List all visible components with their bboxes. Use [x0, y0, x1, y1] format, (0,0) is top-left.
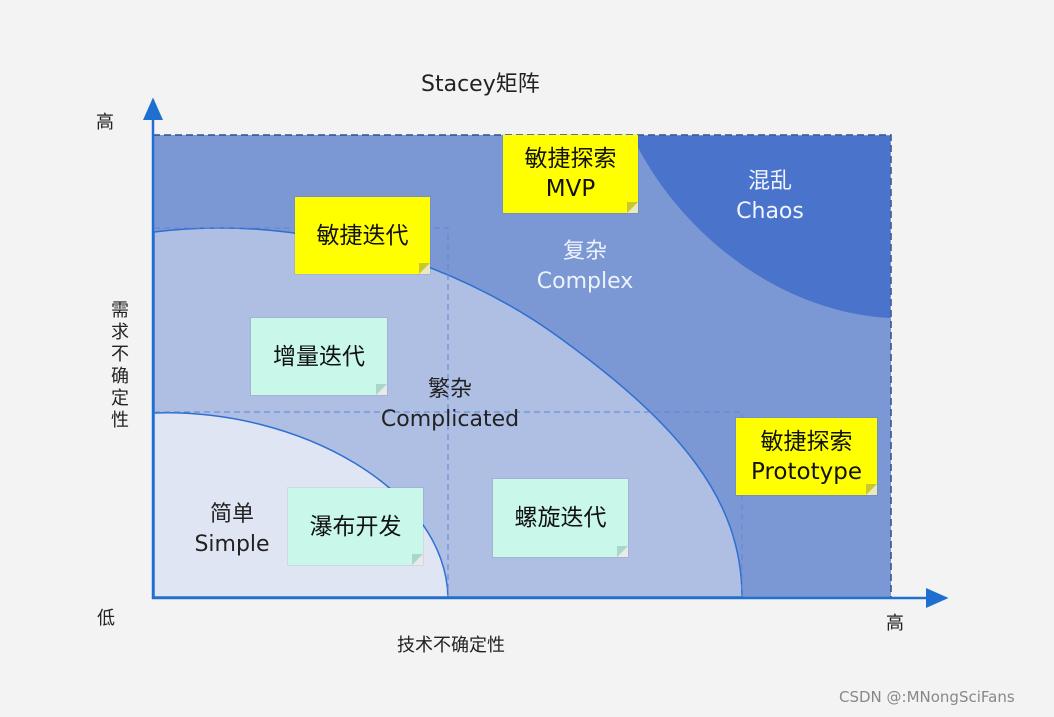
chaos-label-en: Chaos [736, 199, 804, 224]
sticky-note-incremental: 增量迭代 [251, 318, 387, 395]
sticky-note-agile-iteration: 敏捷迭代 [295, 197, 430, 274]
page-fold-icon [419, 263, 430, 274]
origin-low-label: 低 [97, 608, 115, 629]
note-text: MVP [545, 176, 596, 202]
sticky-note-spiral: 螺旋迭代 [493, 479, 628, 557]
simple-label-en: Simple [194, 532, 270, 557]
x-axis-label: 技术不确定性 [397, 635, 505, 656]
page-fold-icon [627, 202, 638, 213]
complex-label-cn: 复杂 [562, 239, 607, 264]
page-fold-icon [376, 384, 387, 395]
sticky-note-waterfall: 瀑布开发 [288, 488, 423, 565]
note-text: 敏捷探索 [524, 146, 617, 172]
diagram-title: Stacey矩阵 [421, 72, 540, 97]
sticky-note-mvp: 敏捷探索 MVP [503, 135, 638, 213]
complicated-label: 繁杂 Complicated [375, 375, 525, 435]
chaos-region [632, 136, 890, 318]
chaos-label: 混乱 Chaos [720, 167, 820, 227]
complicated-label-cn: 繁杂 [427, 377, 472, 402]
y-axis-label: 需求不确定性 [111, 300, 129, 431]
note-text: 敏捷探索 [760, 428, 853, 455]
complex-label-en: Complex [536, 269, 634, 294]
sticky-note-prototype: 敏捷探索 Prototype [736, 418, 877, 495]
complicated-label-en: Complicated [380, 407, 520, 432]
simple-label: 简单 Simple [187, 500, 277, 560]
page-fold-icon [617, 546, 628, 557]
quadrant-dividers [154, 227, 743, 597]
watermark: CSDN @:MNongSciFans [839, 688, 1015, 706]
note-text: 增量迭代 [273, 343, 365, 370]
simple-label-cn: 简单 [209, 502, 254, 527]
page-fold-icon [866, 484, 877, 495]
y-axis-high-label: 高 [96, 112, 114, 133]
note-text: 瀑布开发 [309, 513, 402, 540]
note-text: Prototype [751, 458, 862, 485]
note-text: 敏捷迭代 [316, 222, 409, 249]
chaos-label-cn: 混乱 [747, 169, 792, 194]
page-fold-icon [412, 554, 423, 565]
complex-label: 复杂 Complex [525, 237, 645, 297]
note-text: 螺旋迭代 [514, 505, 607, 531]
x-axis-high-label: 高 [886, 613, 904, 634]
